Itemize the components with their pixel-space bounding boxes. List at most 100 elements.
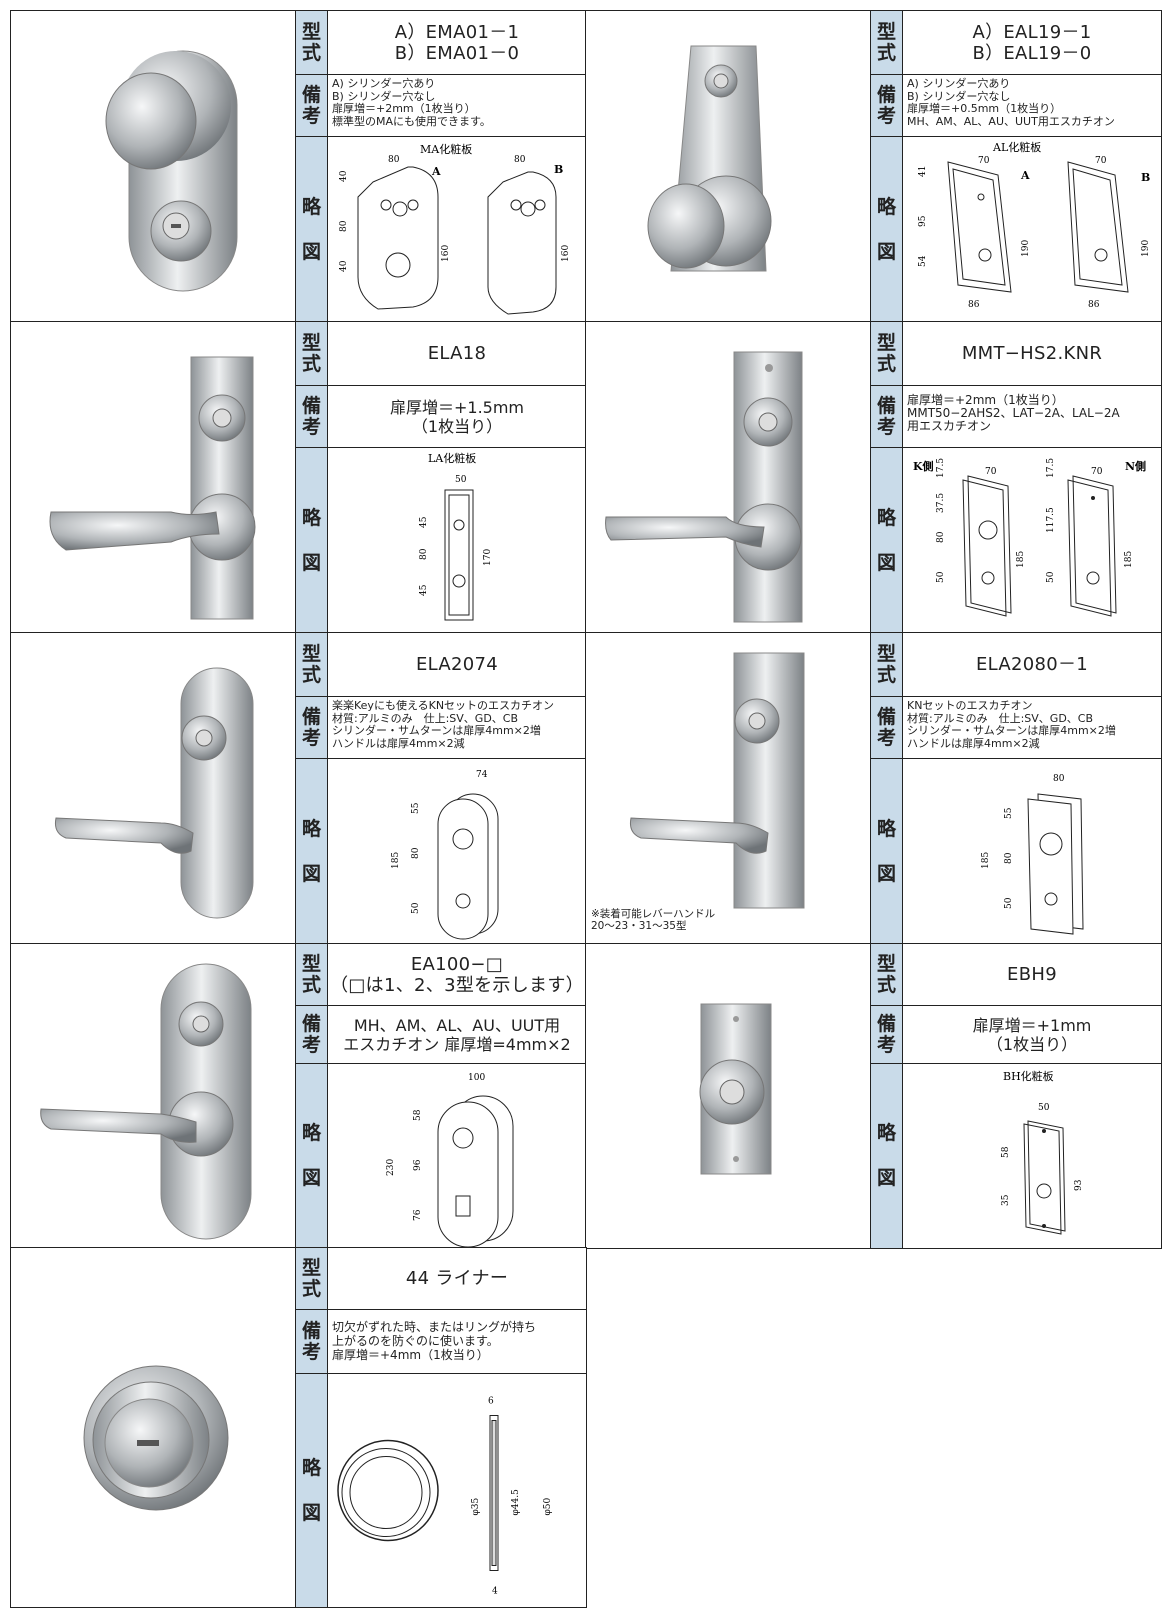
svg-text:55: 55	[1004, 807, 1014, 819]
model-label: 型式	[871, 322, 903, 385]
svg-text:185: 185	[1124, 551, 1134, 568]
dim: 80	[339, 220, 349, 232]
svg-text:50: 50	[1004, 897, 1014, 909]
remarks-value: 扉厚増＝+2mm（1枚当り） MMT50−2AHS2、LAT−2A、LAL−2A…	[907, 393, 1120, 433]
product-cell-ea100: 型式 EA100−□ （□は1、2、3型を示します） 備考 MH、AM、AL、A…	[10, 943, 587, 1249]
sketch-label: 略図	[871, 1064, 903, 1248]
svg-text:58: 58	[413, 1109, 423, 1121]
svg-text:6: 6	[488, 1397, 494, 1407]
sketch-label: 略図	[296, 137, 328, 322]
product-photo-mmt	[586, 322, 871, 633]
svg-text:55: 55	[411, 802, 421, 814]
model-value: EA100−□ （□は1、2、3型を示します）	[330, 953, 584, 996]
product-photo-ema01	[11, 11, 296, 322]
svg-text:φ35: φ35	[471, 1497, 481, 1515]
svg-text:185: 185	[981, 852, 991, 869]
product-cell-eal19: 型式 A）EAL19－1 B）EAL19－0 備考 A) シリンダー穴あり B)…	[585, 10, 1162, 323]
dim: 160	[561, 245, 571, 262]
remarks-label: 備考	[871, 75, 903, 136]
svg-text:50: 50	[411, 902, 421, 914]
svg-text:70: 70	[985, 467, 997, 477]
model-label: 型式	[871, 944, 903, 1005]
product-photo-eal19	[586, 11, 871, 322]
svg-text:170: 170	[483, 549, 493, 566]
svg-text:100: 100	[468, 1073, 485, 1083]
svg-text:17.5: 17.5	[1046, 458, 1056, 478]
model-value: A）EMA01－1 B）EMA01－0	[394, 21, 520, 64]
model-label: 型式	[296, 11, 328, 74]
sketch-label: 略図	[296, 1064, 328, 1248]
svg-text:80: 80	[936, 531, 946, 543]
svg-text:45: 45	[419, 516, 429, 528]
dim: 40	[339, 170, 349, 182]
model-value: 44 ライナー	[405, 1268, 509, 1289]
remarks-value: A) シリンダー穴あり B) シリンダー穴なし 扉厚増＝+0.5mm（1枚当り）…	[907, 77, 1115, 128]
svg-text:96: 96	[413, 1159, 423, 1171]
remarks-label: 備考	[296, 75, 328, 136]
svg-text:BH化粧板: BH化粧板	[1003, 1069, 1054, 1083]
product-photo-44-liner	[11, 1248, 296, 1607]
model-value: ELA2074	[415, 654, 499, 675]
svg-text:117.5: 117.5	[1046, 507, 1056, 533]
svg-text:230: 230	[386, 1159, 396, 1176]
model-value: MMT−HS2.KNR	[961, 343, 1103, 364]
svg-text:35: 35	[1001, 1194, 1011, 1206]
svg-text:17.5: 17.5	[936, 458, 946, 478]
remarks-value: 楽楽Keyにも使えるKNセットのエスカチオン 材質:アルミのみ 仕上:SV、GD…	[332, 699, 555, 750]
remarks-value: KNセットのエスカチオン 材質:アルミのみ 仕上:SV、GD、CB シリンダー・…	[907, 699, 1116, 750]
model-value: EBH9	[1007, 964, 1057, 985]
svg-text:φ44.5: φ44.5	[511, 1489, 521, 1516]
model-value: A）EAL19－1 B）EAL19－0	[972, 21, 1092, 64]
svg-text:41: 41	[918, 166, 928, 177]
product-cell-ela18: 型式 ELA18 備考 扉厚増＝+1.5mm （1枚当り） 略図 LA化粧板 5…	[10, 321, 587, 634]
sketch-label: 略図	[871, 759, 903, 944]
remarks-label: 備考	[871, 1006, 903, 1063]
svg-text:93: 93	[1074, 1179, 1084, 1191]
sketch-drawing-mmt: K側 N側 17.5 37.5 80 50 185 70 17.	[903, 448, 1161, 633]
product-cell-44-liner: 型式 44 ライナー 備考 切欠がずれた時、またはリングが持ち 上がるのを防ぐの…	[10, 1247, 587, 1608]
svg-text:95: 95	[918, 215, 928, 227]
product-cell-ela2080: ※装着可能レバーハンドル 20〜23・31〜35型 型式 ELA2080－1 備…	[585, 632, 1162, 945]
svg-text:45: 45	[419, 584, 429, 596]
product-cell-mmt: 型式 MMT−HS2.KNR 備考 扉厚増＝+2mm（1枚当り） MMT50−2…	[585, 321, 1162, 634]
sketch-drawing-44-liner: 6 φ35 φ44.5 φ50 4	[328, 1374, 586, 1607]
svg-text:50: 50	[1038, 1103, 1050, 1113]
product-cell-ema01: 型式 A）EMA01－1 B）EMA01－0 備考 A) シリンダー穴あり B)…	[10, 10, 587, 323]
dim: 160	[441, 245, 451, 262]
sketch-label: 略図	[871, 137, 903, 322]
sketch-label: 略図	[871, 448, 903, 633]
remarks-label: 備考	[296, 1006, 328, 1063]
product-photo-ela2074	[11, 633, 296, 944]
svg-text:B: B	[1141, 171, 1150, 184]
svg-text:70: 70	[1095, 156, 1107, 166]
remarks-value: 扉厚増＝+1mm （1枚当り）	[972, 1015, 1092, 1054]
model-value: ELA18	[427, 343, 487, 364]
remarks-label: 備考	[871, 386, 903, 447]
plate-title: MA化粧板	[420, 142, 472, 156]
svg-text:185: 185	[391, 852, 401, 869]
dim: 80	[514, 155, 526, 165]
sketch-row: 略図 MA化粧板 A B 40 80 40 80 160 80	[296, 137, 586, 322]
remarks-label: 備考	[296, 1310, 328, 1373]
product-photo-ea100	[11, 944, 296, 1248]
product-cell-ebh9: 型式 EBH9 備考 扉厚増＝+1mm （1枚当り） 略図 BH化粧板 50 5…	[585, 943, 1162, 1249]
svg-text:50: 50	[1046, 571, 1056, 583]
sketch-drawing-eal19: AL化粧板 A B 41 70 95 54 190 86 70	[903, 137, 1161, 322]
model-value: ELA2080－1	[975, 654, 1089, 675]
variant-a: A	[431, 165, 441, 178]
sketch-drawing-ema01: MA化粧板 A B 40 80 40 80 160 80 160	[328, 137, 586, 322]
svg-text:80: 80	[419, 548, 429, 560]
svg-text:N側: N側	[1125, 459, 1146, 473]
svg-text:70: 70	[1091, 467, 1103, 477]
svg-text:86: 86	[968, 300, 980, 310]
svg-text:74: 74	[476, 770, 488, 780]
svg-text:K側: K側	[913, 459, 934, 473]
model-label: 型式	[296, 322, 328, 385]
remarks-value: MH、AM、AL、AU、UUT用 エスカチオン 扉厚増=4mm×2	[343, 1015, 571, 1054]
remarks-value: 切欠がずれた時、またはリングが持ち 上がるのを防ぐのに使います。 扉厚増＝+4m…	[332, 1320, 537, 1362]
svg-text:76: 76	[413, 1209, 423, 1221]
product-photo-ebh9	[586, 944, 871, 1248]
sketch-drawing-ela2074: 74 55 185 80 50	[328, 759, 586, 944]
model-label: 型式	[296, 633, 328, 696]
remarks-label: 備考	[871, 697, 903, 758]
